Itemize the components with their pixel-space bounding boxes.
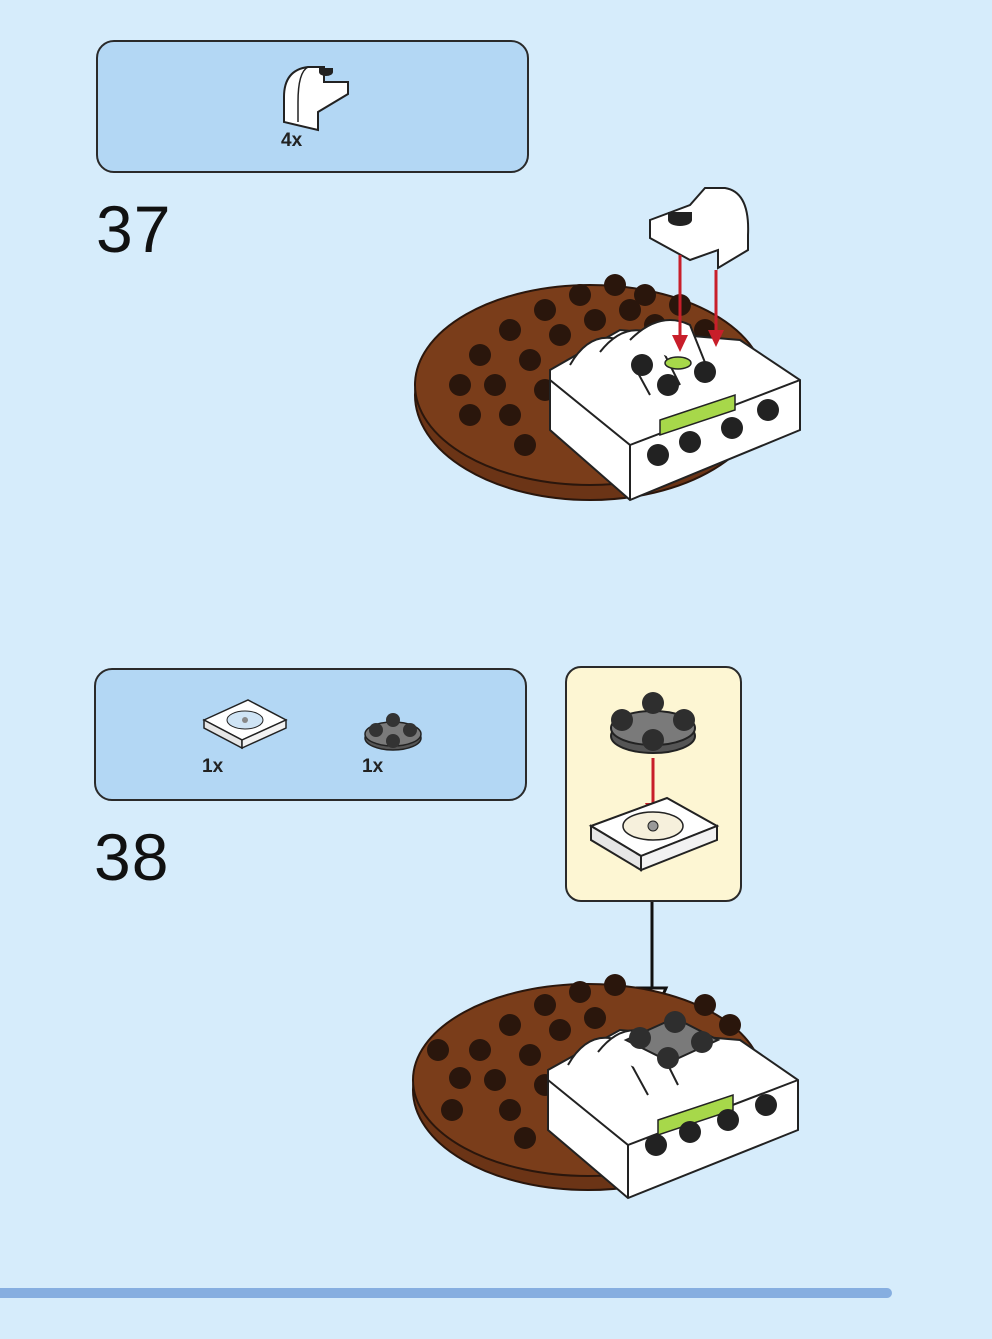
lime-tile bbox=[657, 1093, 734, 1137]
step-number-37: 37 bbox=[96, 192, 172, 266]
parts-box-step-37: 4x bbox=[96, 40, 529, 173]
part-quantity: 1x bbox=[362, 756, 384, 777]
sub-assembly-illustration bbox=[588, 692, 720, 872]
white-brick-assembly bbox=[547, 1011, 799, 1200]
white-studs bbox=[631, 354, 779, 466]
base-studs bbox=[449, 274, 741, 456]
step-number-38: 38 bbox=[94, 820, 170, 894]
white-curved-slope-part bbox=[283, 66, 349, 132]
white-tile-with-rotor-part bbox=[202, 699, 288, 750]
parts-box-step-38: 1x 1x bbox=[94, 668, 527, 801]
white-tile-with-rotor-part bbox=[588, 796, 720, 872]
red-placement-arrows bbox=[672, 255, 724, 352]
dark-gray-round-plate-part bbox=[364, 713, 422, 751]
white-brick-assembly bbox=[549, 319, 801, 502]
dark-gray-round-plate-part bbox=[623, 1011, 721, 1069]
incoming-curved-slope bbox=[649, 187, 750, 270]
model-illustration-step-38 bbox=[412, 902, 799, 1200]
part-quantity: 1x bbox=[202, 756, 224, 777]
progress-bar bbox=[0, 1288, 892, 1298]
lime-stud bbox=[664, 356, 692, 370]
sub-assembly-callout bbox=[565, 666, 742, 902]
progress-bar-fill bbox=[0, 1288, 892, 1298]
model-illustration-step-37 bbox=[414, 187, 801, 502]
lime-tile bbox=[659, 393, 736, 437]
white-studs bbox=[645, 1094, 777, 1156]
part-quantity: 4x bbox=[281, 130, 303, 151]
dark-gray-round-plate-part bbox=[610, 692, 696, 754]
